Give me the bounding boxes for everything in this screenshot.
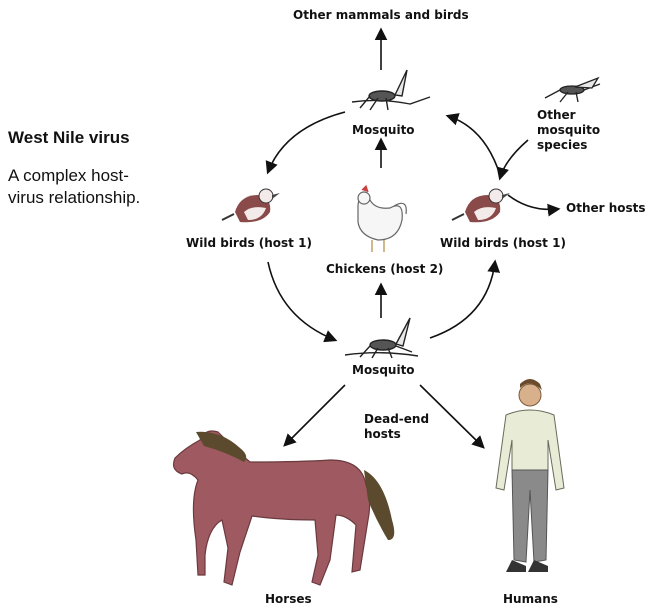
arrow-right-birds-to-mosquito [448,116,500,175]
label-mosquito-bottom: Mosquito [352,363,415,377]
label-other-mosquito: Other mosquito species [537,108,607,153]
wild-bird-left-icon [222,189,280,222]
label-wild-birds-right: Wild birds (host 1) [440,236,566,250]
arrow-left-birds-to-mosquito [268,262,335,340]
label-wild-birds-left: Wild birds (host 1) [186,236,312,250]
label-chickens: Chickens (host 2) [326,262,443,276]
wild-bird-right-icon [452,189,510,222]
horse-icon [174,431,395,585]
arrow-mosquito-to-horses [285,385,345,445]
label-other-mammals: Other mammals and birds [293,8,469,22]
chicken-icon [358,186,406,252]
mosquito-top-icon [352,70,430,110]
label-mosquito-top: Mosquito [352,123,415,137]
label-other-hosts: Other hosts [566,201,646,215]
label-dead-end-hosts: Dead-end hosts [364,412,434,442]
other-mosquito-icon [545,78,600,102]
human-icon [496,379,564,572]
label-humans: Humans [503,592,558,606]
arrow-mosquito-to-left-birds [268,112,345,172]
mosquito-bottom-icon [345,318,418,358]
arrow-to-other-hosts [508,195,558,209]
label-horses: Horses [265,592,312,606]
arrow-other-mosquito-to-birds [500,140,528,178]
